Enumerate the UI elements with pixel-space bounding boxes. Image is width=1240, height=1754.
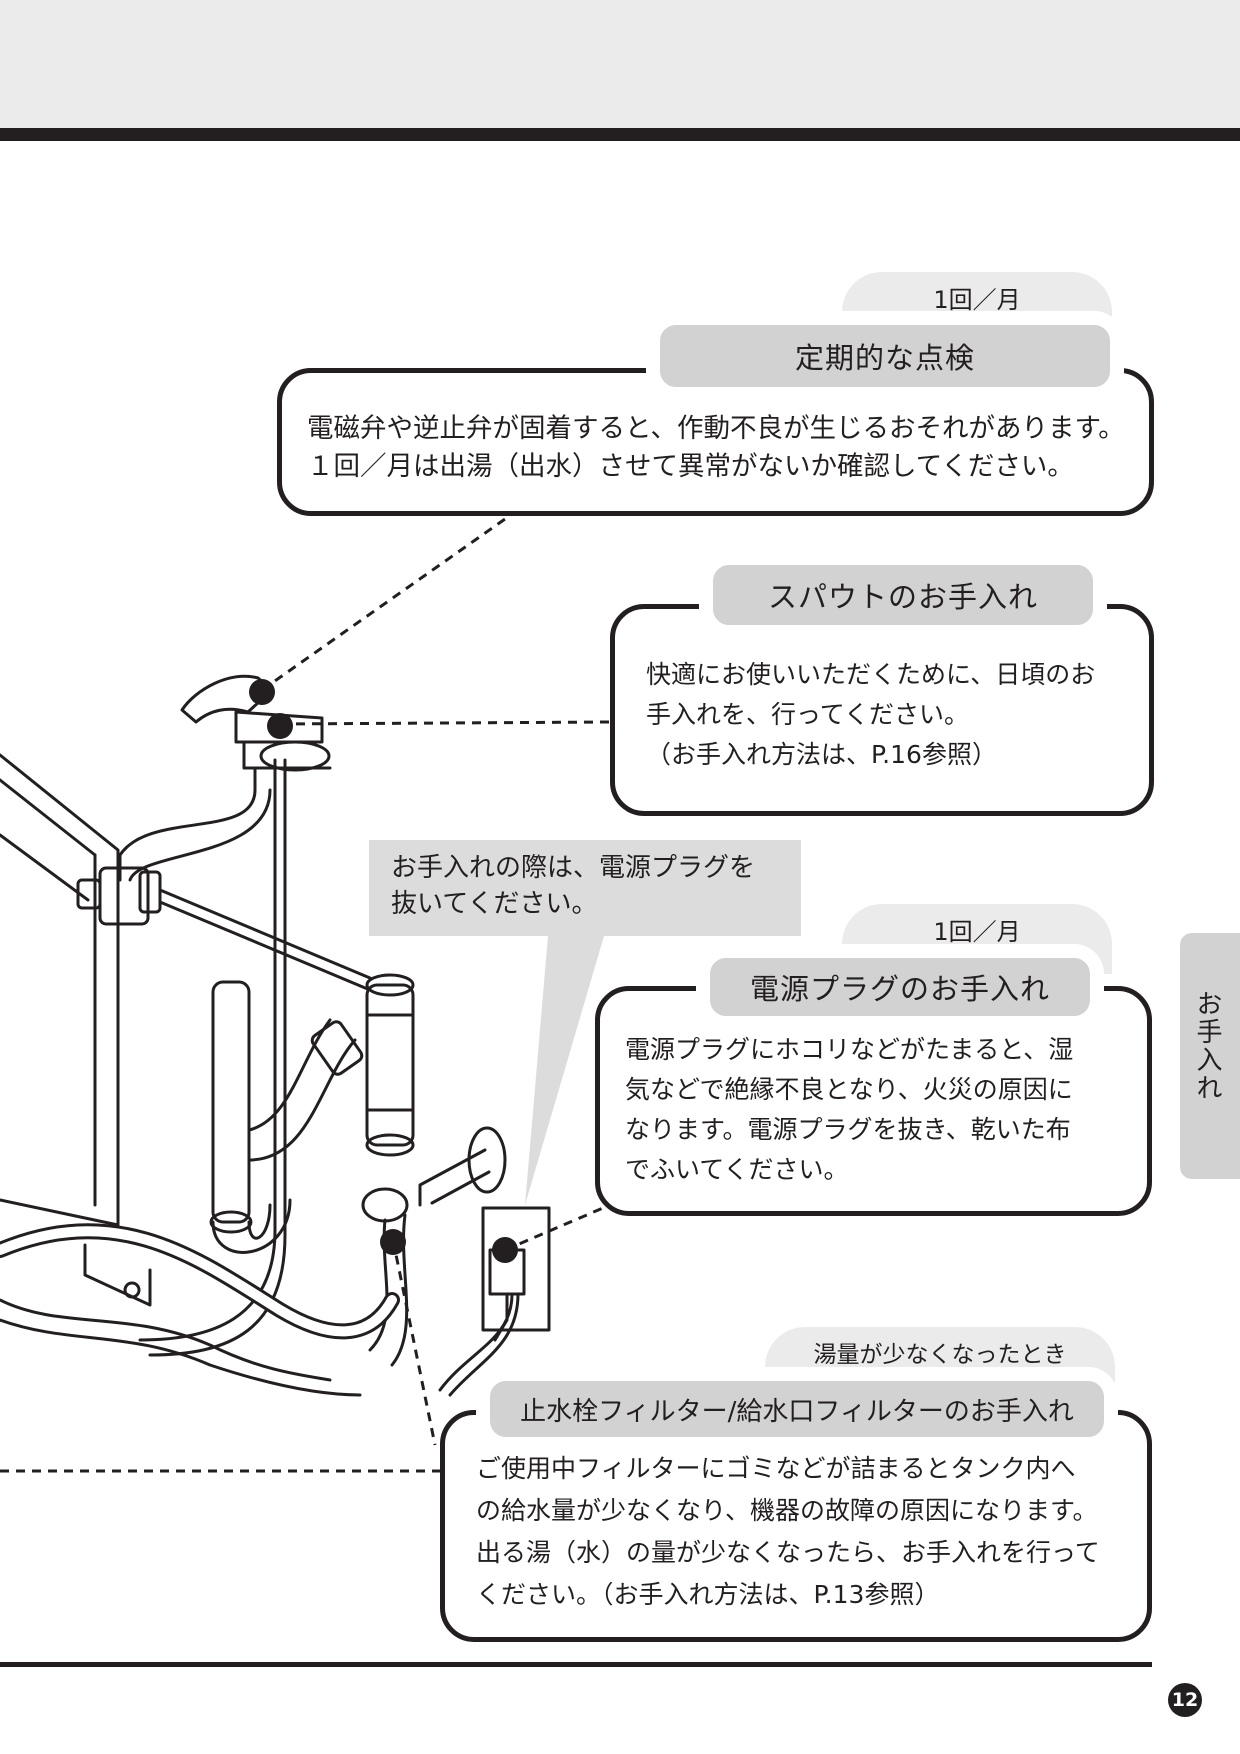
side-index-tab xyxy=(1180,933,1240,1179)
plug-line-4: でふいてください。 xyxy=(625,1155,849,1184)
inspection-title-pill: 定期的な点検 xyxy=(646,311,1124,401)
inspection-body: 電磁弁や逆止弁が固着すると、作動不良が生じるおそれがあります。 １回／月は出湯（… xyxy=(307,410,1125,486)
plug-body: 電源プラグにホコリなどがたまると、湿 気などで絶縁不良となり、火災の原因に なり… xyxy=(625,1030,1073,1190)
unplug-note-line-2: 抜いてください。 xyxy=(391,889,598,919)
spout-line-1: 快適にお使いいただくために、日頃のお xyxy=(646,660,1096,689)
header-rule xyxy=(0,128,1240,141)
unplug-note: お手入れの際は、電源プラグを 抜いてください。 xyxy=(369,840,801,936)
filter-line-2: の給水量が少なくなり、機器の故障の原因になります。 xyxy=(476,1496,1098,1525)
spout-title: スパウトのお手入れ xyxy=(767,580,1038,614)
filter-title: 止水栓フィルター/給水口フィルターのお手入れ xyxy=(520,1396,1074,1427)
filter-body: ご使用中フィルターにゴミなどが詰まるとタンク内へ の給水量が少なくなり、機器の故… xyxy=(476,1448,1100,1616)
plug-line-3: なります。電源プラグを抜き、乾いた布 xyxy=(625,1115,1071,1144)
filter-line-3: 出る湯（水）の量が少なくなったら、お手入れを行って xyxy=(476,1538,1100,1567)
plug-title-pill: 電源プラグのお手入れ xyxy=(696,944,1104,1030)
inspection-title: 定期的な点検 xyxy=(794,341,975,375)
spout-body: 快適にお使いいただくために、日頃のお 手入れを、行ってください。 （お手入れ方法… xyxy=(646,655,1095,775)
plug-line-1: 電源プラグにホコリなどがたまると、湿 xyxy=(625,1035,1074,1064)
bottom-rule xyxy=(0,1662,1152,1667)
spout-line-2: 手入れを、行ってください。 xyxy=(646,700,970,729)
spout-frame xyxy=(610,604,1154,816)
filter-title-pill: 止水栓フィルター/給水口フィルターのお手入れ xyxy=(476,1367,1118,1451)
inspection-frequency-label: 1回／月 xyxy=(933,286,1021,314)
plug-title: 電源プラグのお手入れ xyxy=(749,972,1050,1006)
filter-line-1: ご使用中フィルターにゴミなどが詰まるとタンク内へ xyxy=(476,1454,1076,1483)
plug-frequency-label: 1回／月 xyxy=(933,918,1021,946)
plug-line-2: 気などで絶縁不良となり、火災の原因に xyxy=(625,1075,1073,1104)
filter-line-4: ください。（お手入れ方法は、P.13参照） xyxy=(476,1580,940,1609)
spout-line-3: （お手入れ方法は、P.16参照） xyxy=(646,740,997,769)
spout-title-pill: スパウトのお手入れ xyxy=(699,551,1107,639)
side-index-label: お手入れ xyxy=(1192,990,1222,1102)
page-number: 12 xyxy=(1168,1683,1202,1717)
inspection-line-2: １回／月は出湯（出水）させて異常がないか確認してください。 xyxy=(307,451,1074,482)
header-band xyxy=(0,0,1240,128)
unplug-note-line-1: お手入れの際は、電源プラグを xyxy=(391,853,756,883)
filter-frequency-label: 湯量が少なくなったとき xyxy=(813,1342,1067,1368)
inspection-line-1: 電磁弁や逆止弁が固着すると、作動不良が生じるおそれがあります。 xyxy=(307,413,1125,444)
